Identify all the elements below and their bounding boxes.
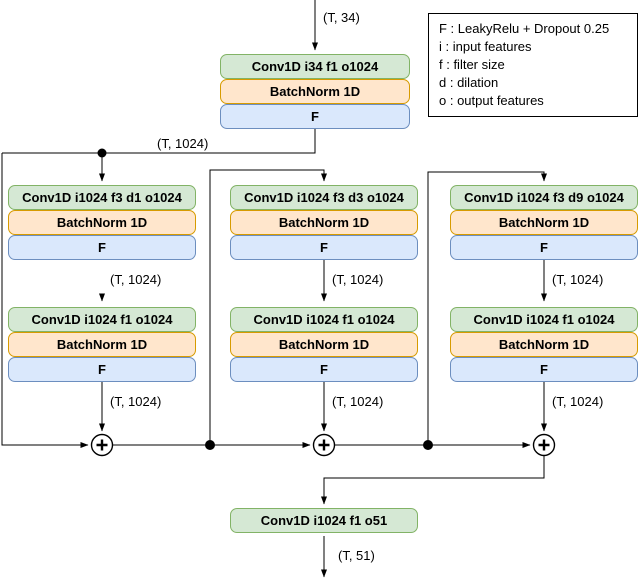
branch1-activation1-block: F <box>8 235 196 260</box>
final-block: Conv1D i1024 f1 o51 <box>230 508 418 533</box>
stem-batchnorm-block: BatchNorm 1D <box>220 79 410 104</box>
stem-conv-block: Conv1D i34 f1 o1024 <box>220 54 410 79</box>
branch3-batchnorm1-block: BatchNorm 1D <box>450 210 638 235</box>
wire-skip-left <box>1 153 89 448</box>
branch2-upper-block: Conv1D i1024 f3 d3 o1024 BatchNorm 1D F <box>230 185 418 260</box>
sum-node-middle <box>312 433 336 457</box>
output-shape-label: (T, 51) <box>338 548 375 563</box>
branch2-activation1-block: F <box>230 235 418 260</box>
legend-line-i: i : input features <box>439 39 532 54</box>
branch2-batchnorm2-block: BatchNorm 1D <box>230 332 418 357</box>
stem-output-shape-label: (T, 1024) <box>157 136 209 151</box>
final-conv-block: Conv1D i1024 f1 o51 <box>230 508 418 533</box>
branch3-out-shape-label: (T, 1024) <box>552 394 604 409</box>
branch3-activation1-block: F <box>450 235 638 260</box>
stem-block: Conv1D i34 f1 o1024 BatchNorm 1D F <box>220 54 410 129</box>
branch1-activation2-block: F <box>8 357 196 382</box>
branch1-upper-block: Conv1D i1024 f3 d1 o1024 BatchNorm 1D F <box>8 185 196 260</box>
branch1-conv-f1-block: Conv1D i1024 f1 o1024 <box>8 307 196 332</box>
branch3-upper-block: Conv1D i1024 f3 d9 o1024 BatchNorm 1D F <box>450 185 638 260</box>
branch1-out-shape-label: (T, 1024) <box>110 394 162 409</box>
legend-line-d: d : dilation <box>439 75 499 90</box>
legend-line-f: F : LeakyRelu + Dropout 0.25 <box>439 21 610 36</box>
branch2-activation2-block: F <box>230 357 418 382</box>
plus-icon <box>96 439 108 451</box>
wire-riser-into-branch2 <box>209 169 327 445</box>
branch3-lower-block: Conv1D i1024 f1 o1024 BatchNorm 1D F <box>450 307 638 382</box>
branch2-conv-f1-block: Conv1D i1024 f1 o1024 <box>230 307 418 332</box>
branch2-conv-d3-block: Conv1D i1024 f3 d3 o1024 <box>230 185 418 210</box>
junction-dot-stem <box>97 148 107 158</box>
branch1-batchnorm2-block: BatchNorm 1D <box>8 332 196 357</box>
branch2-mid-shape-label: (T, 1024) <box>332 272 384 287</box>
branch2-out-shape-label: (T, 1024) <box>332 394 384 409</box>
sum-node-left <box>90 433 114 457</box>
plus-icon <box>318 439 330 451</box>
wire-sum3-to-final-conv <box>321 456 545 505</box>
sum-node-right <box>532 433 556 457</box>
branch3-mid-shape-label: (T, 1024) <box>552 272 604 287</box>
wire-riser-into-branch3 <box>427 171 547 445</box>
legend-line-filter: f : filter size <box>439 57 505 72</box>
branch3-conv-f1-block: Conv1D i1024 f1 o1024 <box>450 307 638 332</box>
branch1-conv-d1-block: Conv1D i1024 f3 d1 o1024 <box>8 185 196 210</box>
legend-line-o: o : output features <box>439 93 544 108</box>
branch2-batchnorm1-block: BatchNorm 1D <box>230 210 418 235</box>
legend-box: F : LeakyRelu + Dropout 0.25 i : input f… <box>428 13 638 117</box>
input-shape-label: (T, 34) <box>323 10 360 25</box>
branch3-conv-d9-block: Conv1D i1024 f3 d9 o1024 <box>450 185 638 210</box>
branch3-activation2-block: F <box>450 357 638 382</box>
plus-icon <box>538 439 550 451</box>
branch3-batchnorm2-block: BatchNorm 1D <box>450 332 638 357</box>
branch1-mid-shape-label: (T, 1024) <box>110 272 162 287</box>
branch2-lower-block: Conv1D i1024 f1 o1024 BatchNorm 1D F <box>230 307 418 382</box>
junction-dot-sum1 <box>205 440 215 450</box>
branch1-batchnorm1-block: BatchNorm 1D <box>8 210 196 235</box>
junction-dot-sum2 <box>423 440 433 450</box>
stem-activation-block: F <box>220 104 410 129</box>
branch1-lower-block: Conv1D i1024 f1 o1024 BatchNorm 1D F <box>8 307 196 382</box>
